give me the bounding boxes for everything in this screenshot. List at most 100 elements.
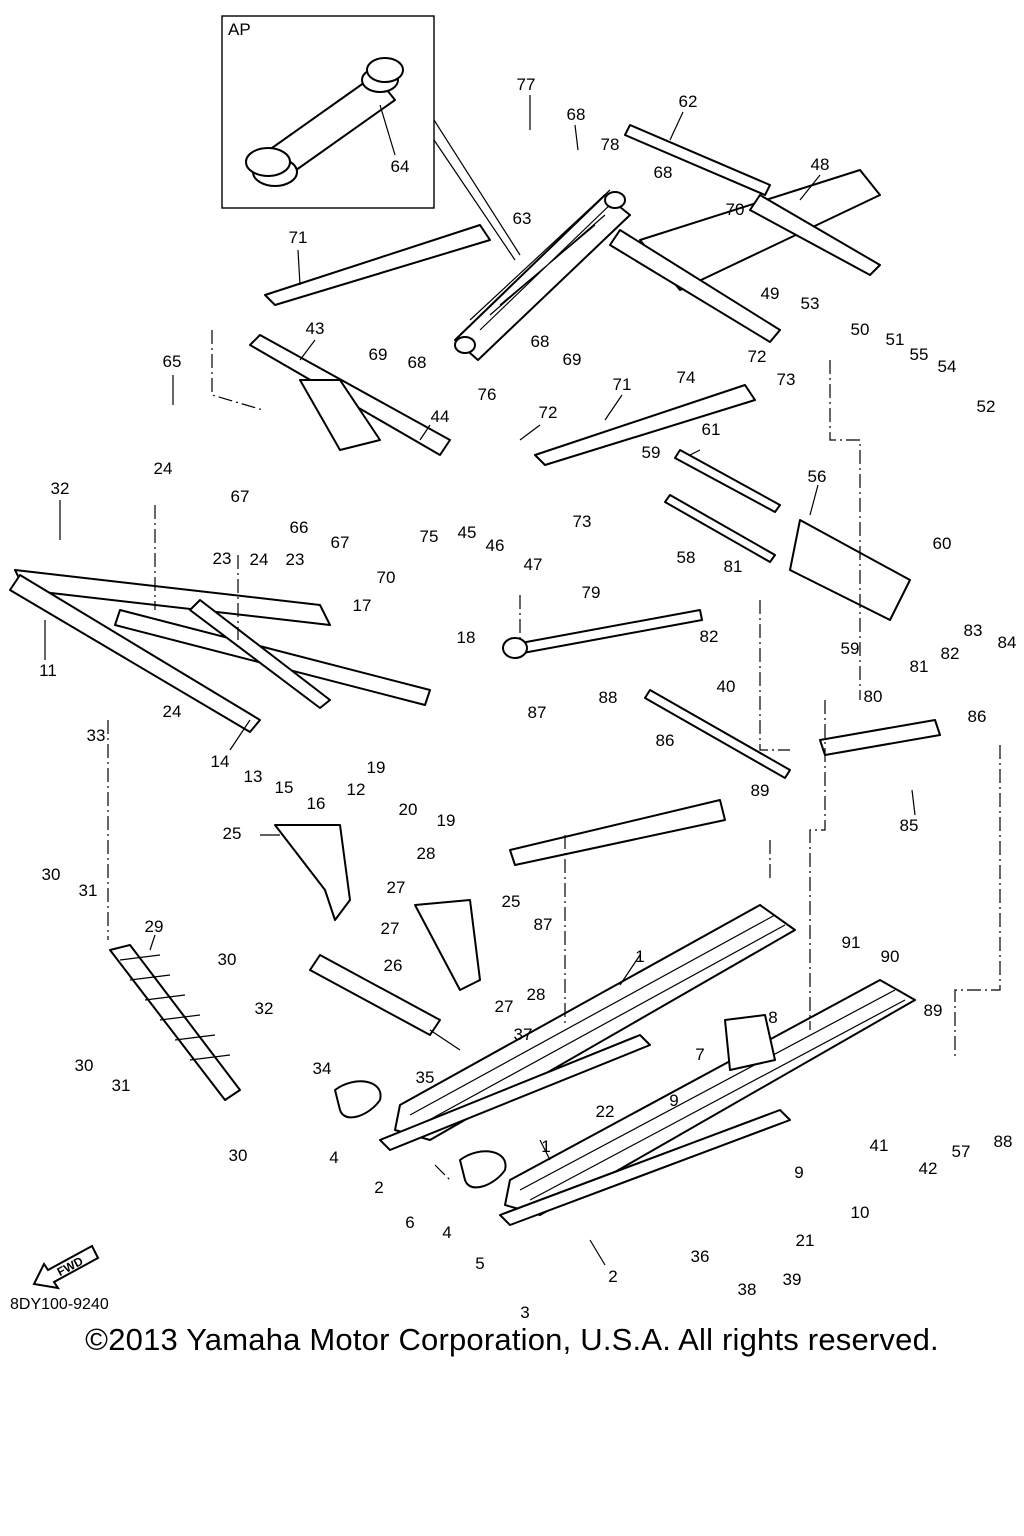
callout-label: 41 bbox=[870, 1136, 889, 1155]
callout-label: 57 bbox=[952, 1142, 971, 1161]
callout-label: 64 bbox=[391, 157, 410, 176]
callout-label: 83 bbox=[964, 621, 983, 640]
front-frame bbox=[9, 569, 431, 733]
callout-label: 43 bbox=[306, 319, 325, 338]
slide-rail-upper bbox=[394, 904, 796, 1141]
callout-label: 24 bbox=[163, 702, 182, 721]
callout-label: 19 bbox=[437, 811, 456, 830]
callout-label: 56 bbox=[808, 467, 827, 486]
callout-label: 29 bbox=[145, 917, 164, 936]
callout-label: 69 bbox=[563, 350, 582, 369]
callout-label: 28 bbox=[527, 985, 546, 1004]
callout-label: 75 bbox=[420, 527, 439, 546]
callout-label: 68 bbox=[531, 332, 550, 351]
callout-label: 68 bbox=[654, 163, 673, 182]
shock-absorber bbox=[454, 189, 631, 361]
callout-label: 24 bbox=[154, 459, 173, 478]
callout-label: 1 bbox=[541, 1137, 550, 1156]
callout-label: 72 bbox=[748, 347, 767, 366]
callout-label: 25 bbox=[502, 892, 521, 911]
callout-label: 80 bbox=[864, 687, 883, 706]
callout-label: 70 bbox=[726, 200, 745, 219]
callout-label: 5 bbox=[475, 1254, 484, 1273]
callout-label: 8 bbox=[768, 1008, 777, 1027]
callout-label: 13 bbox=[244, 767, 263, 786]
callout-label: 73 bbox=[573, 512, 592, 531]
callout-label: 30 bbox=[229, 1146, 248, 1165]
callout-label: 55 bbox=[910, 345, 929, 364]
callout-label: 67 bbox=[331, 533, 350, 552]
callout-label: 21 bbox=[796, 1231, 815, 1250]
callout-label: 23 bbox=[286, 550, 305, 569]
callout-label: 17 bbox=[353, 596, 372, 615]
callout-label: 44 bbox=[431, 407, 450, 426]
callout-label: 48 bbox=[811, 155, 830, 174]
callout-label: 23 bbox=[213, 549, 232, 568]
callout-label: 79 bbox=[582, 583, 601, 602]
callout-label: 10 bbox=[851, 1203, 870, 1222]
callout-label: 82 bbox=[941, 644, 960, 663]
callout-label: 62 bbox=[679, 92, 698, 111]
callout-label: 90 bbox=[881, 947, 900, 966]
callout-label: 88 bbox=[599, 688, 618, 707]
callout-labels: 77 68 62 78 68 70 48 64 63 71 49 53 50 5… bbox=[39, 75, 1016, 1322]
callout-label: 86 bbox=[968, 707, 987, 726]
callout-label: 39 bbox=[783, 1270, 802, 1289]
callout-label: 22 bbox=[596, 1102, 615, 1121]
callout-label: 42 bbox=[919, 1159, 938, 1178]
callout-label: 52 bbox=[977, 397, 996, 416]
callout-label: 82 bbox=[700, 627, 719, 646]
leader-lines bbox=[44, 95, 916, 1266]
callout-label: 68 bbox=[408, 353, 427, 372]
front-shock bbox=[109, 944, 241, 1101]
callout-label: 78 bbox=[601, 135, 620, 154]
callout-label: 51 bbox=[886, 330, 905, 349]
diagram-code: 8DY100-9240 bbox=[10, 1296, 109, 1313]
callout-label: 54 bbox=[938, 357, 957, 376]
callout-label: 53 bbox=[801, 294, 820, 313]
inset-spring-drawing bbox=[245, 57, 404, 187]
callout-label: 45 bbox=[458, 523, 477, 542]
callout-label: 11 bbox=[39, 661, 57, 680]
callout-label: 1 bbox=[635, 947, 644, 966]
callout-label: 26 bbox=[384, 956, 403, 975]
callout-label: 47 bbox=[524, 555, 543, 574]
callout-label: 74 bbox=[677, 368, 696, 387]
callout-label: 15 bbox=[275, 778, 294, 797]
slide-rail-lower bbox=[504, 979, 916, 1216]
callout-label: 71 bbox=[613, 375, 632, 394]
callout-label: 30 bbox=[75, 1056, 94, 1075]
callout-label: 73 bbox=[777, 370, 796, 389]
callout-label: 27 bbox=[495, 997, 514, 1016]
callout-label: 25 bbox=[223, 824, 242, 843]
callout-label: 31 bbox=[79, 881, 98, 900]
callout-label: 59 bbox=[642, 443, 661, 462]
callout-label: 37 bbox=[514, 1025, 533, 1044]
callout-label: 72 bbox=[539, 403, 558, 422]
callout-label: 60 bbox=[933, 534, 952, 553]
callout-label: 84 bbox=[998, 633, 1017, 652]
callout-label: 30 bbox=[218, 950, 237, 969]
callout-label: 86 bbox=[656, 731, 675, 750]
callout-label: 69 bbox=[369, 345, 388, 364]
callout-label: 19 bbox=[367, 758, 386, 777]
callout-label: 65 bbox=[163, 352, 182, 371]
callout-label: 59 bbox=[841, 639, 860, 658]
callout-label: 2 bbox=[374, 1178, 383, 1197]
callout-label: 24 bbox=[250, 550, 269, 569]
callout-label: 40 bbox=[717, 677, 736, 696]
assembly-lines bbox=[107, 330, 1001, 1181]
callout-label: 9 bbox=[669, 1091, 678, 1110]
callout-label: 30 bbox=[42, 865, 61, 884]
callout-label: 3 bbox=[520, 1303, 529, 1322]
callout-label: 36 bbox=[691, 1247, 710, 1266]
inset-label: AP bbox=[228, 20, 251, 39]
callout-label: 50 bbox=[851, 320, 870, 339]
callout-label: 2 bbox=[608, 1267, 617, 1286]
callout-label: 91 bbox=[842, 933, 861, 952]
callout-label: 81 bbox=[724, 557, 743, 576]
inset-frame bbox=[221, 15, 435, 209]
callout-label: 61 bbox=[702, 420, 721, 439]
callout-label: 28 bbox=[417, 844, 436, 863]
